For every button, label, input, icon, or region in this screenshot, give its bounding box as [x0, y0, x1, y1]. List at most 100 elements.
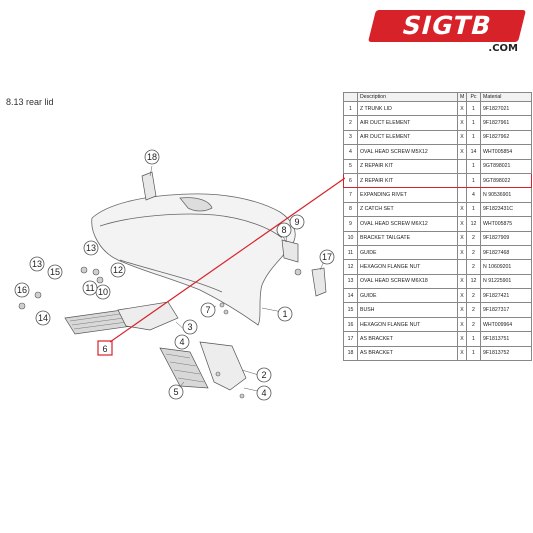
row-pos: 1 — [343, 100, 358, 117]
row-description: AIR DUCT ELEMENT — [357, 129, 458, 146]
exploded-parts-diagram: 18 9 8 13 12 13 15 10 11 16 14 6 3 7 1 1… — [14, 149, 345, 401]
callout-15[interactable]: 15 — [47, 264, 63, 280]
callout-9[interactable]: 9 — [289, 214, 305, 230]
row-pc: 2 — [466, 230, 481, 246]
row-pos: 9 — [343, 216, 358, 232]
callout-11[interactable]: 11 — [82, 280, 98, 296]
callout-17[interactable]: 17 — [319, 249, 335, 265]
row-m: X — [457, 331, 467, 347]
brand-logo[interactable]: SIGTB .COM — [368, 10, 526, 54]
row-material: 9F1823431C — [480, 201, 532, 218]
svg-text:6: 6 — [102, 344, 107, 354]
callout-3[interactable]: 3 — [182, 319, 198, 335]
row-material: 9F1827962 — [480, 129, 532, 146]
svg-text:17: 17 — [322, 252, 332, 262]
callout-1[interactable]: 1 — [277, 306, 293, 322]
row-pc: 1 — [466, 201, 481, 218]
row-material: 9GT898021 — [480, 158, 532, 174]
row-pos: 13 — [343, 273, 358, 290]
svg-text:13: 13 — [86, 243, 96, 253]
svg-text:12: 12 — [113, 265, 123, 275]
row-material: 9F1827468 — [480, 244, 532, 261]
section-title: 8.13 rear lid — [6, 97, 54, 107]
row-description: EXPANDING RIVET — [357, 187, 458, 203]
callout-4-b[interactable]: 4 — [256, 385, 272, 401]
row-m: X — [457, 230, 467, 246]
callout-18[interactable]: 18 — [144, 149, 160, 165]
callout-14[interactable]: 14 — [35, 310, 51, 326]
callout-4-a[interactable]: 4 — [174, 334, 190, 350]
row-description: Z CATCH SET — [357, 201, 458, 218]
row-pos: 10 — [343, 230, 358, 246]
row-m: X — [457, 144, 467, 160]
row-description: OVAL HEAD SCREW M6X18 — [357, 273, 458, 290]
col-pc-header: Pc — [466, 92, 481, 102]
callout-13-a[interactable]: 13 — [83, 240, 99, 256]
row-pos: 12 — [343, 259, 358, 275]
callout-12[interactable]: 12 — [110, 262, 126, 278]
row-m: X — [457, 345, 467, 362]
col-description-header: Description — [357, 92, 458, 102]
row-pc: 12 — [466, 273, 481, 290]
svg-text:15: 15 — [50, 267, 60, 277]
callout-5[interactable]: 5 — [168, 384, 184, 400]
small-hardware-drawing — [18, 266, 302, 399]
row-description: GUIDE — [357, 244, 458, 261]
row-pos: 6 — [343, 172, 358, 189]
callout-10[interactable]: 10 — [95, 284, 111, 300]
callout-13-b[interactable]: 13 — [29, 256, 45, 272]
svg-text:2: 2 — [261, 370, 266, 380]
row-m: X — [457, 100, 467, 117]
row-pc: 1 — [466, 345, 481, 362]
row-pos: 18 — [343, 345, 358, 362]
row-material: N 10609201 — [480, 259, 532, 275]
row-pos: 2 — [343, 115, 358, 131]
callout-2[interactable]: 2 — [256, 367, 272, 383]
col-pos-header — [343, 92, 358, 102]
row-pos: 3 — [343, 129, 358, 146]
row-m: X — [457, 273, 467, 290]
row-pos: 5 — [343, 158, 358, 174]
row-material: 9F1813751 — [480, 331, 532, 347]
row-description: BRACKET TAILGATE — [357, 230, 458, 246]
callout-8[interactable]: 8 — [276, 222, 292, 238]
callout-7[interactable]: 7 — [200, 302, 216, 318]
row-description: OVAL HEAD SCREW M5X12 — [357, 144, 458, 160]
row-pc: 2 — [466, 259, 481, 275]
col-m-header: M — [457, 92, 467, 102]
row-description: AS BRACKET — [357, 345, 458, 362]
col-material-header: Material — [480, 92, 532, 102]
row-m — [457, 187, 467, 203]
bracket-17-drawing — [311, 267, 327, 297]
table-header-row: Description M Pc Material — [343, 92, 532, 102]
callout-16[interactable]: 16 — [14, 282, 30, 298]
svg-text:11: 11 — [85, 283, 94, 293]
callout-6[interactable]: 6 — [102, 344, 107, 354]
row-pos: 8 — [343, 201, 358, 218]
row-description: OVAL HEAD SCREW M6X12 — [357, 216, 458, 232]
logo-domain: .COM — [488, 43, 518, 54]
row-m: X — [457, 115, 467, 131]
row-m — [457, 259, 467, 275]
row-pos: 7 — [343, 187, 358, 203]
row-pc: 1 — [466, 100, 481, 117]
